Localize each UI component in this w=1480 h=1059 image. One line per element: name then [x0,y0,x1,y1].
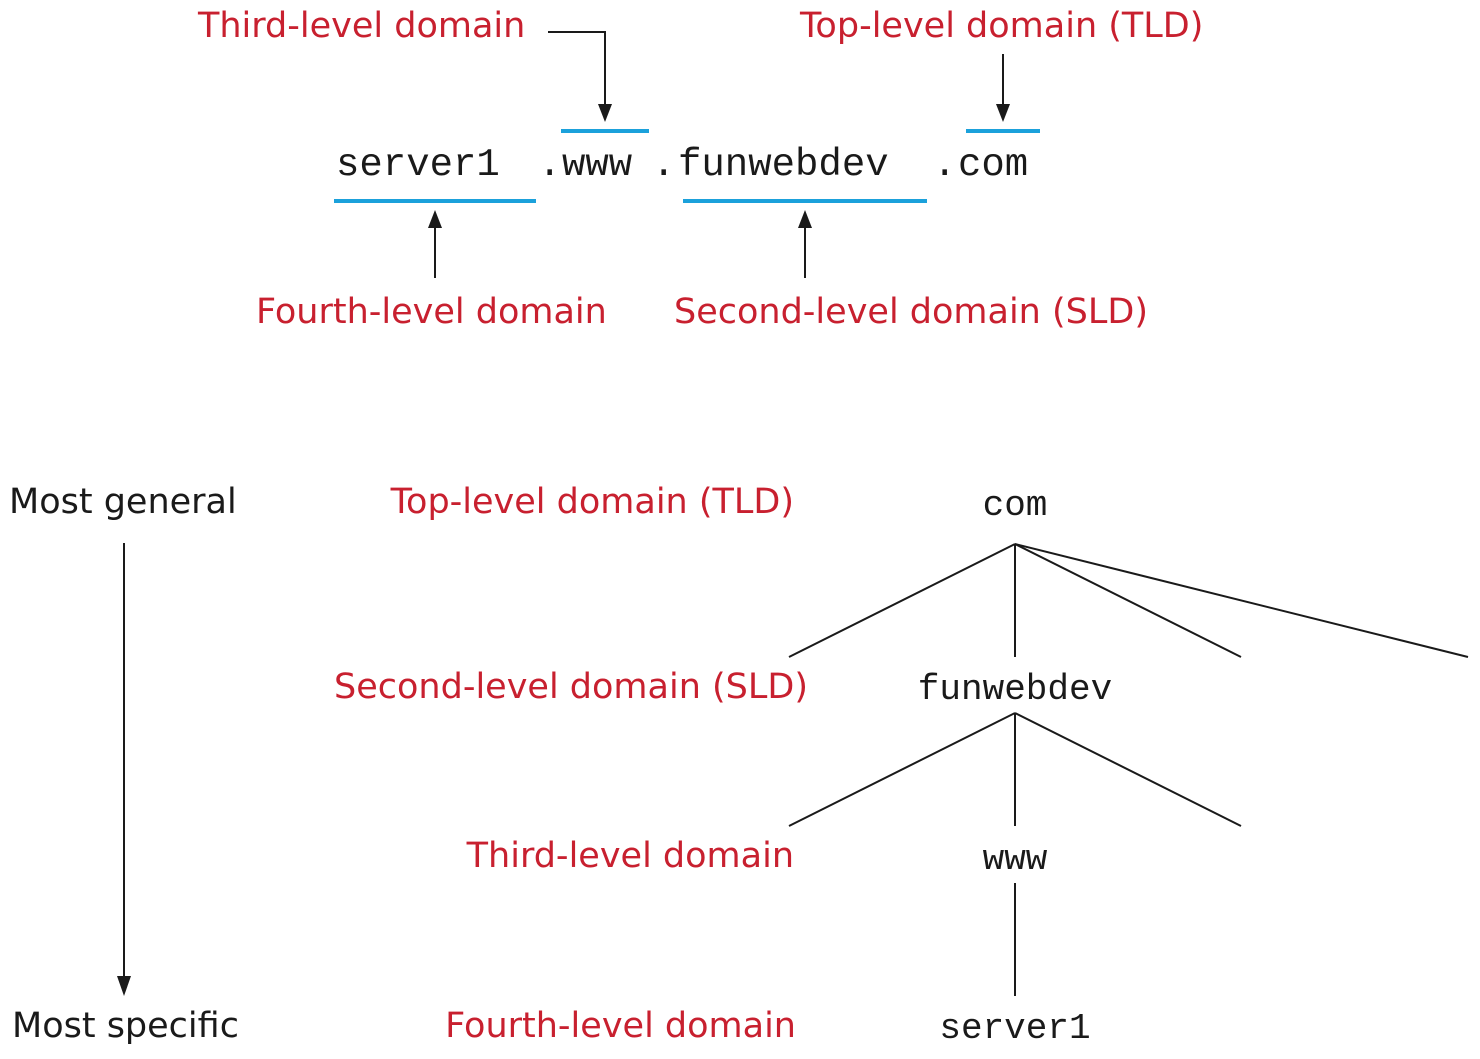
label-most-general: Most general [9,482,237,522]
tree-edge-com-far-right [1014,543,1469,658]
address-dot-2: . [652,143,676,187]
tree-node-www: www [982,839,1048,880]
address-part-server1: server1 [336,143,500,187]
arrowhead-top-level [996,104,1010,122]
arrowhead-fourth-level [428,210,442,228]
label-level-sld: Second-level domain (SLD) [334,667,808,707]
tree-node-com: com [982,485,1048,526]
tree-edge-com-left [788,543,1016,658]
address-dot-1: . [538,143,562,187]
arrow-third-level [548,31,606,108]
label-most-specific: Most specific [12,1006,239,1046]
address-part-com: com [958,143,1029,187]
label-third-level-top: Third-level domain [198,6,526,46]
arrowhead-general-to-specific [117,976,131,996]
arrowhead-third-level [598,104,612,122]
address-part-www: www [562,143,633,187]
label-level-third: Third-level domain [466,836,794,876]
label-second-level-top: Second-level domain (SLD) [674,292,1148,332]
tree-edge-com-right [1014,543,1242,658]
tree-node-server1: server1 [939,1008,1091,1049]
address-part-funwebdev: funwebdev [678,143,889,187]
tree-edge-funwebdev-left [788,712,1016,827]
tree-node-funwebdev: funwebdev [917,669,1113,710]
tree-edge-funwebdev-right [1014,712,1242,827]
address-dot-3: . [933,143,957,187]
arrowhead-second-level [798,210,812,228]
label-level-tld: Top-level domain (TLD) [390,482,794,522]
label-level-fourth: Fourth-level domain [445,1006,796,1046]
label-top-level-top: Top-level domain (TLD) [800,6,1204,46]
label-fourth-level-top: Fourth-level domain [256,292,607,332]
